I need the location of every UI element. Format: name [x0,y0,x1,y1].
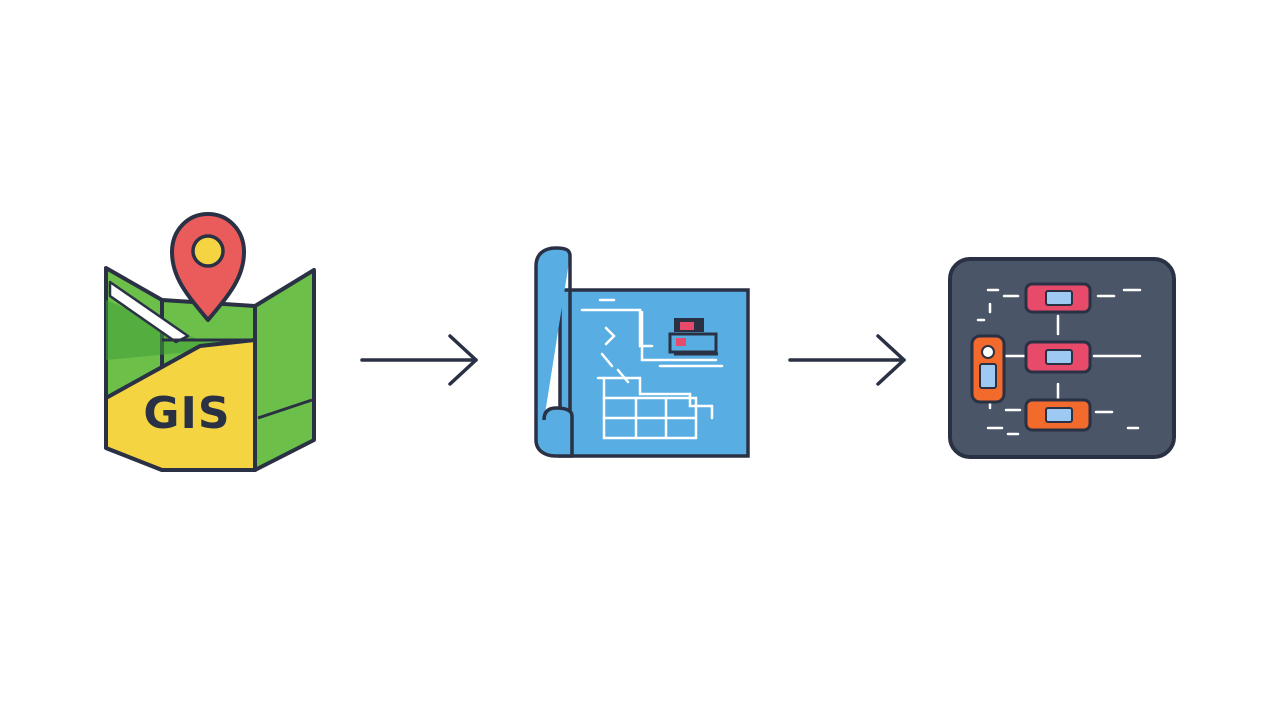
vehicle-orange-vertical [970,334,1006,404]
map-right-detail [257,398,313,420]
vehicle-orange-bottom [1024,398,1092,432]
floor-plan-lines [580,298,724,440]
gis-map-icon: GIS [104,212,316,472]
arrow-right-icon [788,334,906,386]
map-road [108,280,190,344]
blueprint-icon [534,246,750,458]
lane-markings [976,288,1142,436]
location-pin-icon [170,212,246,322]
vehicle-pink-top [1024,282,1092,314]
blueprint-roll [534,246,574,458]
vehicle-pink-middle [1024,340,1092,374]
vehicle-layout-icon [948,257,1176,459]
blueprint-sheet [558,288,750,458]
map-yellow-area [104,338,257,472]
arrow-right-icon [360,334,478,386]
gis-label: GIS [143,388,230,439]
map-right-panel [253,268,316,472]
blueprint-equipment [668,318,718,356]
